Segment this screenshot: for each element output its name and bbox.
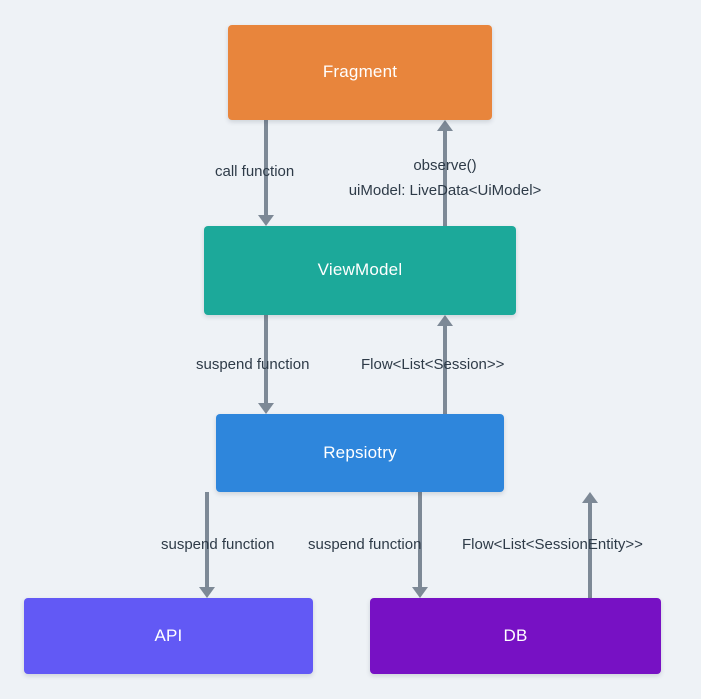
edge-label-flow-list-sessionentity: Flow<List<SessionEntity>>: [462, 536, 643, 553]
edge-label-call-function: call function: [215, 163, 295, 180]
edge-label-suspend-function-db: suspend function: [308, 536, 422, 553]
connector-line: [588, 503, 592, 598]
connector-line: [418, 492, 422, 587]
node-db[interactable]: DB: [370, 598, 661, 674]
arrow-head-up-icon: [437, 315, 453, 326]
arrow-head-up-icon: [582, 492, 598, 503]
edge-label-flow-list-session: Flow<List<Session>>: [361, 356, 505, 373]
node-repository-label: Repsiotry: [323, 442, 397, 462]
arrow-head-down-icon: [258, 215, 274, 226]
node-viewmodel-label: ViewModel: [317, 260, 403, 280]
node-repository[interactable]: Repsiotry: [216, 414, 504, 492]
connector-line: [443, 131, 447, 226]
edge-label-observe-line2: uiModel: LiveData<UiModel>: [348, 182, 542, 199]
node-api-label: API: [154, 625, 183, 645]
arrow-head-down-icon: [258, 403, 274, 414]
node-fragment-label: Fragment: [322, 62, 398, 82]
node-db-label: DB: [503, 625, 528, 645]
edge-label-suspend-function-api: suspend function: [161, 536, 275, 553]
node-viewmodel[interactable]: ViewModel: [204, 226, 516, 315]
connector-line: [205, 492, 209, 587]
connector-line: [264, 120, 268, 215]
arrow-head-down-icon: [412, 587, 428, 598]
connector-line: [264, 315, 268, 403]
arrow-head-up-icon: [437, 120, 453, 131]
node-api[interactable]: API: [24, 598, 313, 674]
connector-line: [443, 326, 447, 414]
arrow-head-down-icon: [199, 587, 215, 598]
edge-label-observe-line1: observe(): [413, 157, 477, 174]
node-fragment[interactable]: Fragment: [228, 25, 492, 120]
edge-label-suspend-function-viewmodel: suspend function: [196, 356, 310, 373]
